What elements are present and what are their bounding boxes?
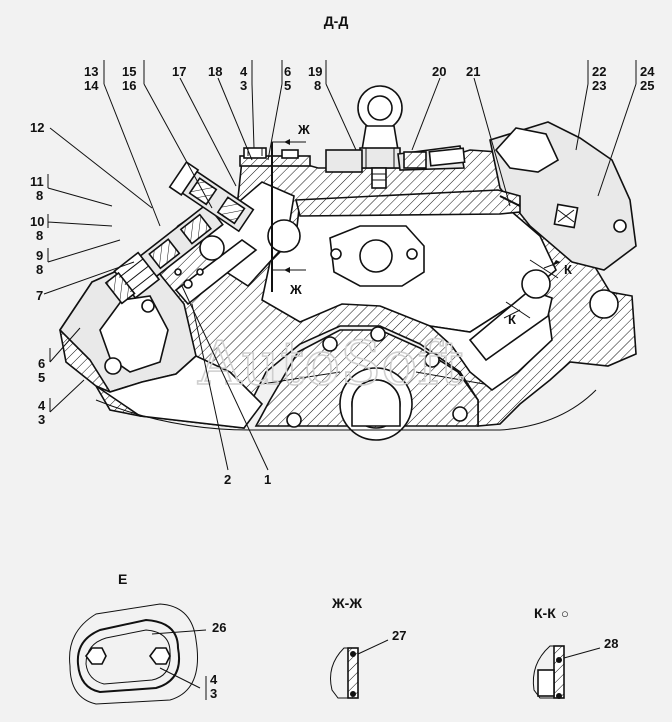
callout-18: 18 [208, 64, 222, 79]
section-mark-zh-bottom: Ж [289, 282, 302, 297]
section-marker-zh: Ж Ж [271, 122, 310, 297]
callout-14: 14 [84, 78, 99, 93]
callout-28: 28 [604, 636, 618, 651]
callout-1: 1 [264, 472, 271, 487]
callout-6-left: 6 [38, 356, 45, 371]
section-k-rotation-symbol: ○ [561, 606, 569, 621]
top-bracket [239, 147, 311, 167]
section-k-k: К-К ○ 28 [532, 605, 618, 699]
callout-27: 27 [392, 628, 406, 643]
section-zh-title: Ж-Ж [331, 595, 362, 611]
view-e-title: Е [118, 571, 127, 587]
callout-24: 24 [640, 64, 655, 79]
callout-labels: 13 14 15 16 17 18 4 3 6 5 19 8 20 21 22 … [30, 64, 655, 487]
callout-22: 22 [592, 64, 606, 79]
section-k-title: К-К [534, 605, 556, 621]
callout-8-b: 8 [36, 228, 43, 243]
callout-6-top: 6 [284, 64, 291, 79]
section-mark-k-upper: К [564, 262, 572, 277]
callout-20: 20 [432, 64, 446, 79]
section-mark-zh-top: Ж [297, 122, 310, 137]
callout-10: 10 [30, 214, 44, 229]
callout-16: 16 [122, 78, 136, 93]
callout-4-e: 4 [210, 672, 218, 687]
callout-5-left: 5 [38, 370, 45, 385]
view-e: Е 26 4 3 [69, 571, 226, 705]
callout-23: 23 [592, 78, 606, 93]
left-fitting-assembly [104, 202, 224, 305]
callout-11: 11 [30, 174, 44, 189]
callout-13: 13 [84, 64, 98, 79]
callout-17: 17 [172, 64, 186, 79]
callout-8-a: 8 [36, 188, 43, 203]
callout-3-left: 3 [38, 412, 45, 427]
callout-4-top: 4 [240, 64, 248, 79]
callout-9: 9 [36, 248, 43, 263]
callout-2: 2 [224, 472, 231, 487]
callout-5-top: 5 [284, 78, 291, 93]
section-mark-k-lower: К [508, 312, 516, 327]
callout-19: 19 [308, 64, 322, 79]
watermark: AutoSoft [197, 329, 464, 399]
leader-lines [43, 60, 637, 471]
lifting-eye-assembly [325, 85, 466, 189]
callout-25: 25 [640, 78, 654, 93]
section-title-dd: Д-Д [324, 13, 349, 29]
callout-3-e: 3 [210, 686, 217, 701]
callout-8-c: 8 [36, 262, 43, 277]
callout-3-top: 3 [240, 78, 247, 93]
callout-21: 21 [466, 64, 480, 79]
section-zh-zh: Ж-Ж 27 [330, 595, 406, 699]
callout-26: 26 [212, 620, 226, 635]
section-marker-k: К К [503, 259, 572, 327]
callout-8-top: 8 [314, 78, 321, 93]
callout-4-left: 4 [38, 398, 46, 413]
callout-7: 7 [36, 288, 43, 303]
callout-15: 15 [122, 64, 136, 79]
callout-12: 12 [30, 120, 44, 135]
